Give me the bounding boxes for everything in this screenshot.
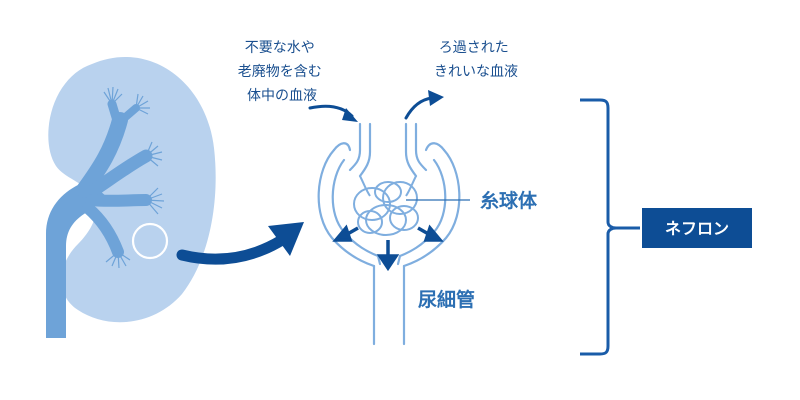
- tubule-label: 尿細管: [418, 288, 475, 311]
- incoming-label: 不要な水や 老廃物を含む 体中の血液: [238, 40, 326, 104]
- glomerulus-coil: [353, 175, 419, 236]
- nephron-bracket: [580, 98, 617, 356]
- outgoing-label: ろ過された きれいな血液: [434, 40, 518, 80]
- kidney-body: [48, 56, 216, 323]
- glomerulus-label: 糸球体: [480, 189, 538, 212]
- nephron: [317, 122, 461, 346]
- nephron-box: [642, 208, 752, 248]
- outgoing-line-2: きれいな血液: [434, 64, 518, 80]
- filtration-arrows: [332, 224, 444, 272]
- incoming-line-3: 体中の血液: [247, 88, 317, 104]
- outgoing-line-1: ろ過された: [439, 40, 509, 56]
- ureter: [46, 180, 108, 338]
- incoming-line-1: 不要な水や: [245, 40, 315, 56]
- magnify-circle-icon: [131, 222, 169, 260]
- zoom-arrow-icon: [176, 222, 304, 265]
- nephron-label: ネフロン: [665, 219, 729, 238]
- incoming-line-2: 老廃物を含む: [238, 63, 322, 80]
- renal-pelvis: [76, 99, 153, 258]
- calyx-fringes: [103, 86, 165, 269]
- kidney-icon: [46, 56, 216, 338]
- outgoing-arrow-icon: [404, 96, 434, 120]
